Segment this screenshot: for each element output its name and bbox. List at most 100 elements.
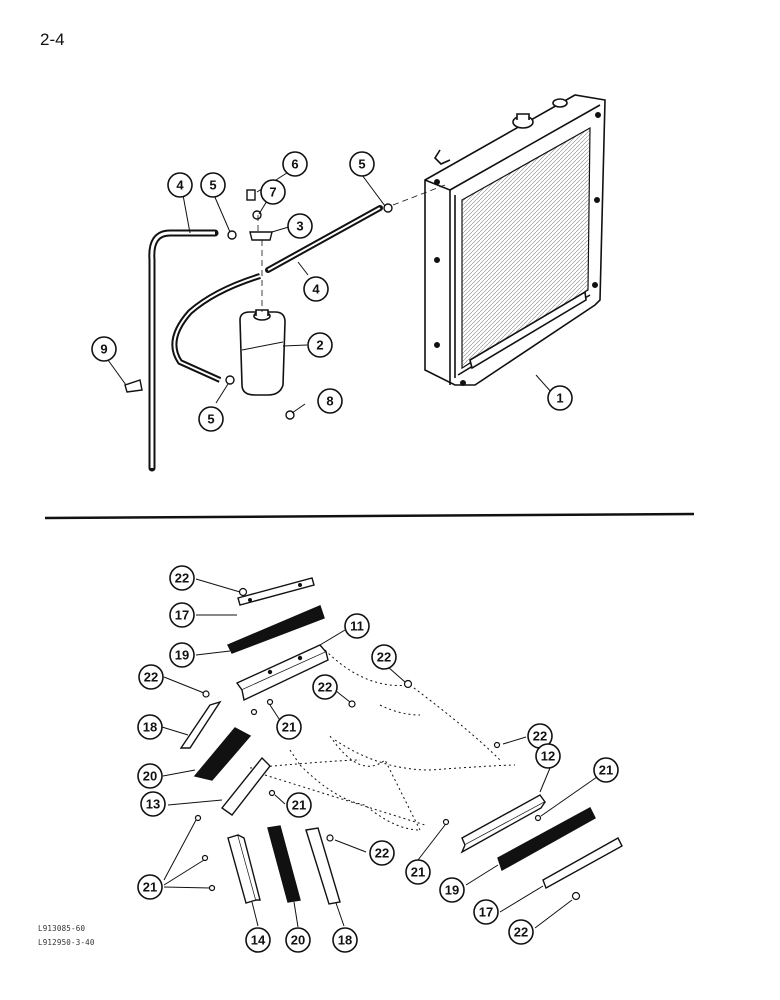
callout-number: 19 [175, 648, 189, 663]
callout-number: 2 [316, 338, 323, 353]
callout-bot-22g: 22 [508, 919, 534, 945]
callout-number: 6 [291, 157, 298, 172]
callout-top-6: 6 [282, 151, 308, 177]
lower-seal-20 [267, 825, 301, 903]
callout-number: 18 [338, 933, 352, 948]
callout-number: 8 [326, 394, 333, 409]
callout-circle [332, 927, 358, 953]
callout-bot-18a: 18 [137, 714, 163, 740]
callout-circle [317, 388, 343, 414]
callout-circle [169, 565, 195, 591]
callout-top-7: 7 [260, 179, 286, 205]
callout-bot-22c: 22 [312, 674, 338, 700]
callout-top-3: 3 [287, 213, 313, 239]
callout-bot-21c: 21 [286, 792, 312, 818]
callout-circle [547, 385, 573, 411]
callout-circle [137, 763, 163, 789]
callout-circle [508, 919, 534, 945]
callout-top-5b: 5 [349, 151, 375, 177]
callout-number: 21 [143, 880, 157, 895]
callout-circle [198, 406, 224, 432]
callout-number: 18 [143, 720, 157, 735]
callout-circle [405, 859, 431, 885]
callout-number: 12 [541, 749, 555, 764]
callout-number: 22 [375, 846, 389, 861]
callout-bot-17a: 17 [169, 602, 195, 628]
callout-circle [307, 332, 333, 358]
callout-circle [169, 642, 195, 668]
right-seal-19 [497, 807, 596, 872]
callout-number: 13 [146, 797, 160, 812]
callout-bot-17b: 17 [473, 899, 499, 925]
clamp-5b [383, 203, 393, 213]
right-strip-17 [542, 837, 623, 890]
callout-bot-12: 12 [535, 743, 561, 769]
callout-number: 19 [445, 883, 459, 898]
callout-circle [344, 613, 370, 639]
bolt-6 [246, 189, 256, 201]
callout-circle [535, 743, 561, 769]
callout-number: 21 [292, 798, 306, 813]
callout-bot-21d: 21 [405, 859, 431, 885]
cap-3 [249, 231, 273, 241]
guide-lines [257, 184, 446, 312]
leader-lines-bottom [161, 578, 608, 929]
callout-number: 21 [411, 865, 425, 880]
callout-number: 21 [599, 763, 613, 778]
callout-circle [138, 664, 164, 690]
callout-number: 5 [209, 178, 216, 193]
callout-number: 22 [318, 680, 332, 695]
callout-circle [287, 213, 313, 239]
callout-number: 1 [556, 391, 563, 406]
callout-bot-20a: 20 [137, 763, 163, 789]
left-strip-18 [179, 700, 222, 749]
upper-seal-19 [227, 605, 325, 654]
callout-number: 9 [100, 342, 107, 357]
callout-top-4a: 4 [167, 172, 193, 198]
callout-bot-18b: 18 [332, 927, 358, 953]
callout-number: 4 [312, 282, 320, 297]
callout-bot-11: 11 [344, 613, 370, 639]
callout-circle [91, 336, 117, 362]
overflow-hose-long [148, 229, 219, 472]
callout-number: 22 [533, 729, 547, 744]
callout-number: 17 [175, 608, 189, 623]
callout-bot-22f: 22 [369, 840, 395, 866]
callout-circle [137, 714, 163, 740]
lower-bracket-14 [227, 834, 261, 904]
reservoir-hose [171, 205, 383, 383]
callout-number: 20 [143, 769, 157, 784]
callout-number: 4 [176, 178, 184, 193]
callout-bot-22a: 22 [169, 565, 195, 591]
clamp-5a [227, 230, 237, 240]
callout-bot-20b: 20 [285, 927, 311, 953]
callout-circle [439, 877, 465, 903]
callout-bot-22d: 22 [138, 664, 164, 690]
callout-number: 5 [207, 412, 214, 427]
clip-9 [124, 379, 143, 393]
callout-circle [349, 151, 375, 177]
callout-number: 7 [269, 185, 276, 200]
callout-circle [473, 899, 499, 925]
callout-bot-22b: 22 [371, 644, 397, 670]
callout-number: 22 [144, 670, 158, 685]
callout-bot-14: 14 [245, 927, 271, 953]
callout-number: 17 [479, 905, 493, 920]
callout-circle [137, 874, 163, 900]
section-divider [44, 512, 695, 520]
callout-number: 22 [514, 925, 528, 940]
figure-id-2: L912950-3-40 [38, 938, 95, 947]
callout-number: 11 [350, 619, 364, 634]
callout-circle [200, 172, 226, 198]
callout-number: 22 [377, 650, 391, 665]
callout-circle [286, 792, 312, 818]
callout-circle [245, 927, 271, 953]
callout-bot-21e: 21 [137, 874, 163, 900]
callout-circle [303, 276, 329, 302]
clamp-5c [225, 375, 235, 385]
callout-number: 5 [358, 157, 365, 172]
upper-bracket-11 [235, 644, 329, 702]
radiator [424, 94, 606, 386]
